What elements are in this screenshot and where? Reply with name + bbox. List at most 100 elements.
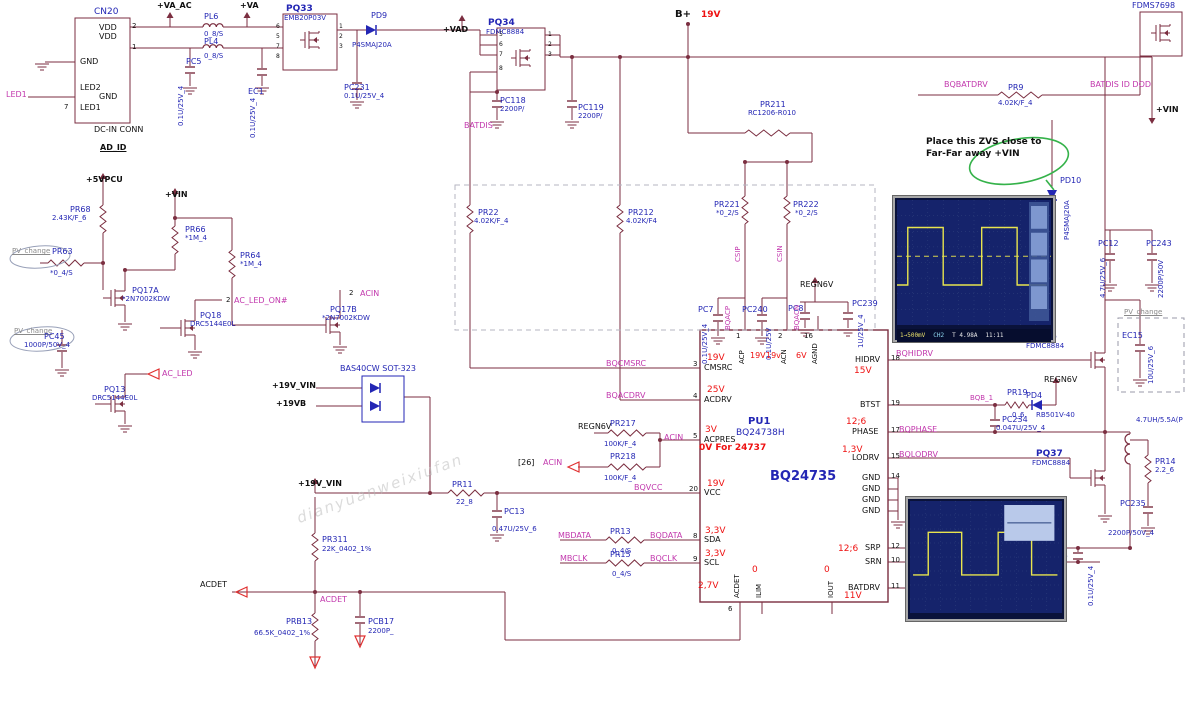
dcin-conn-label: DC-IN CONN [94, 125, 144, 134]
pin-vcc: VCC [704, 488, 721, 497]
pr64-val: *1M_4 [240, 260, 262, 268]
pr14-val: 2.2_6 [1155, 466, 1175, 474]
pc118: PC118 [500, 96, 526, 105]
volt-srp: 12;6 [838, 544, 859, 554]
scope-photo-2 [906, 497, 1066, 621]
pq17a-sym-arrow [119, 295, 123, 301]
pr211: PR211 [760, 100, 786, 109]
pr14-sym [1144, 454, 1152, 484]
pr22: PR22 [478, 208, 499, 217]
pin-batdrv: BATDRV [848, 583, 880, 592]
pin-btst: BTST [860, 400, 881, 409]
pq17b: PQ17B [330, 305, 357, 314]
vad-label: +VAD [443, 25, 469, 34]
pq36-val: FDMC8884 [1026, 342, 1065, 350]
volt-acdet: 2,7V [698, 581, 719, 591]
ec15-dashed-box [1117, 317, 1185, 393]
bqphase-net: BQPHASE [899, 425, 938, 434]
pr19-sym [1004, 401, 1030, 409]
num-acn: 2 [778, 332, 783, 340]
pr222: PR222 [793, 200, 819, 209]
fdms7698-box [1139, 11, 1183, 57]
pd10-val: P4SMAJ20A [1063, 200, 1071, 240]
pq34-pin-6: 6 [499, 41, 503, 48]
pq33-val: EMB20P03V [284, 14, 327, 22]
ac-led-net: AC_LED [162, 369, 193, 378]
pc12: PC12 [1098, 239, 1119, 248]
cn20-gnd1: GND [80, 57, 99, 66]
scope-photo-1-gfx [1031, 259, 1047, 283]
pc45: PC45 [44, 332, 65, 341]
pin-acpres: ACPRES [704, 435, 736, 444]
pc235-val: 2200P/50V_4 [1108, 529, 1155, 537]
cn20-ref: CN20 [94, 7, 119, 17]
pr11-val: 22_8 [456, 498, 473, 506]
num-btst: 19 [891, 399, 900, 407]
pc239: PC239 [852, 299, 878, 308]
pu1-box [699, 329, 889, 603]
cn20-pin7: 7 [64, 103, 69, 111]
num-phase: 17 [891, 426, 900, 434]
pq33-pin-5: 5 [276, 33, 280, 40]
pr13-sym [605, 536, 645, 544]
pr9-val: 4.02K/F_4 [998, 99, 1033, 107]
pd9: PD9 [371, 11, 388, 20]
batdis-net: BATDIS [464, 121, 493, 130]
bas40-d2-sym [370, 401, 380, 411]
scope-photo-1-readout-3: 11:11 [985, 332, 1004, 339]
gnd-arrow-2 [354, 635, 366, 649]
pl4-val: 0_8/S [204, 52, 224, 60]
bqcmsrc-net: BQCMSRC [606, 359, 647, 368]
pq34-pin-3: 3 [548, 51, 552, 58]
pin-acn-rot: ACN [780, 349, 788, 364]
pu1-part: BQ24738H [736, 428, 785, 438]
num-scl: 9 [693, 555, 698, 563]
num-cmsrc: 3 [693, 360, 698, 368]
scope-photo-1-gfx [1031, 232, 1047, 256]
pr68-sym [99, 204, 107, 234]
volt-acn: 19v [766, 351, 781, 360]
num-hidrv: 18 [891, 354, 900, 362]
num-acdet: 6 [728, 605, 733, 613]
pq17b-val: *2N7002KDW [322, 314, 370, 322]
pr222-val: *0_2/S [795, 209, 818, 217]
pq33-pin-1: 1 [339, 23, 343, 30]
pr15-sym [605, 559, 645, 567]
junction-dot-13 [1103, 430, 1107, 434]
pin-gnd-3: GND [862, 495, 881, 504]
num-gnd: 14 [891, 472, 900, 480]
bqvcc-net: BQVCC [634, 483, 663, 492]
zvs-ellipse [968, 136, 1070, 186]
acin-26-arrow [566, 461, 580, 473]
bqacn-net: BQACN [793, 304, 801, 330]
pr211-val: RC1206-R010 [748, 109, 796, 117]
pr15-val: 0_4/S [612, 570, 632, 578]
pv-change-1: PV_change [12, 247, 51, 255]
pq33-pin-6: 6 [276, 23, 280, 30]
pr221: PR221 [714, 200, 740, 209]
pin-gnd-2: GND [862, 484, 881, 493]
pc231-val: 0.1U/25V_4 [344, 92, 385, 100]
cn20-box [74, 17, 131, 124]
pl4: PL4 [204, 37, 219, 46]
gnd-arrow-1 [309, 656, 321, 670]
flag-regn6v-right [1052, 377, 1060, 383]
pc5-val: 0.1U/25V_4 [177, 85, 185, 126]
junction-dot-5 [495, 90, 499, 94]
pr217: PR217 [610, 419, 636, 428]
pin2-acin: 2 [349, 289, 354, 297]
cn20-led1: LED1 [80, 103, 101, 112]
pq33-pin-8: 8 [276, 53, 280, 60]
pin-lodrv: LODRV [852, 453, 880, 462]
pv-ellipse-1 [9, 245, 71, 269]
csin-net: CSIN [776, 245, 784, 262]
pd9-sym [366, 25, 376, 35]
junction-dot-1 [618, 55, 622, 59]
acin-left-net: ACIN [360, 289, 380, 298]
pin-gnd-1: GND [862, 473, 881, 482]
pq34-val: FDMC8884 [486, 28, 525, 36]
pq33-box [282, 13, 338, 71]
scope-photo-2-gfx [913, 531, 1058, 576]
pin-scl: SCL [704, 558, 720, 567]
